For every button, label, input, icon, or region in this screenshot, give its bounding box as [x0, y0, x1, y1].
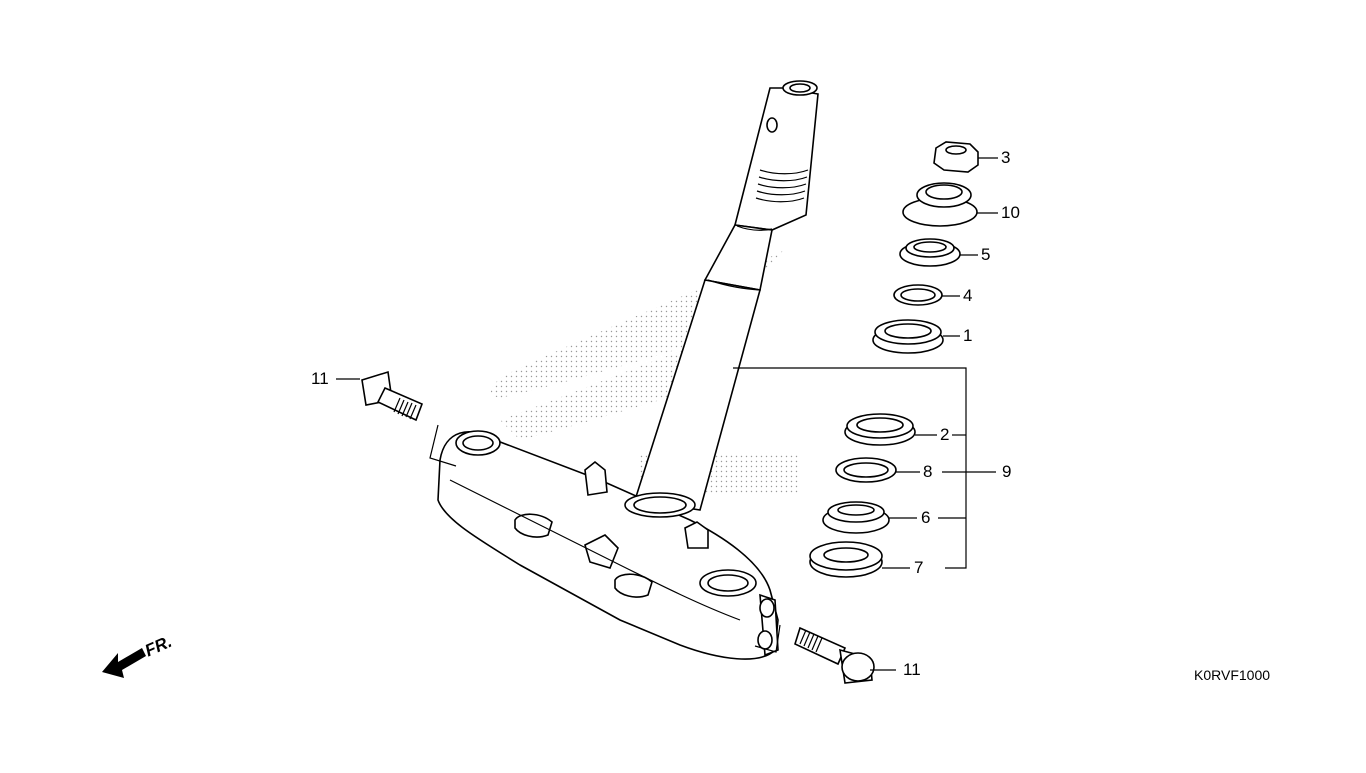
callout-3: 3 [1001, 148, 1011, 167]
bolt-11-left [361, 370, 424, 422]
lower-triple-clamp [437, 430, 779, 660]
diagram-code: K0RVF1000 [1194, 667, 1271, 683]
callout-5: 5 [981, 245, 991, 264]
callout-1: 1 [963, 326, 973, 345]
front-arrow-icon [102, 648, 146, 678]
callout-9: 9 [1002, 462, 1012, 481]
callout-6: 6 [921, 508, 931, 527]
callout-4: 4 [963, 286, 973, 305]
nut-3 [933, 141, 979, 173]
bearing-parts [809, 141, 979, 578]
callout-8: 8 [923, 462, 933, 481]
leader-lines [336, 157, 998, 671]
callout-10: 10 [1001, 203, 1020, 222]
steering-stem [633, 80, 819, 511]
callout-2: 2 [940, 425, 950, 444]
callout-11-left: 11 [311, 369, 329, 388]
callout-7: 7 [914, 558, 924, 577]
bolt-11-right [794, 626, 875, 684]
callout-11-right: 11 [903, 660, 921, 679]
